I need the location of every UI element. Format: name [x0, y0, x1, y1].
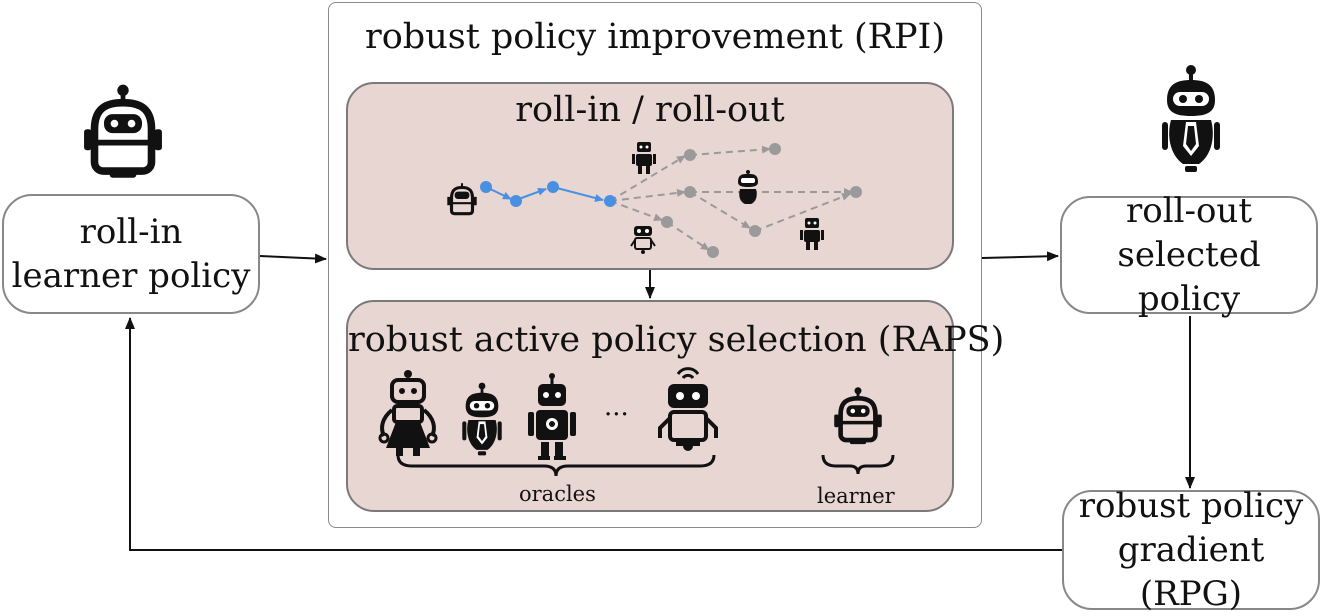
- raps-title: robust active policy selection (RAPS): [348, 320, 1005, 360]
- oracles-label: oracles: [519, 482, 596, 506]
- rpi-title: robust policy improvement (RPI): [364, 17, 945, 57]
- selected-robot-icon: [1160, 63, 1222, 174]
- learner-robot-icon: [84, 85, 162, 178]
- rollout-node-line2: selected policy: [1117, 235, 1261, 319]
- oracle-robot-icon: [378, 368, 438, 458]
- rpg-node-line1: robust policy: [1078, 486, 1304, 526]
- learner-trajectory: [485, 186, 604, 202]
- learner-robot-icon: [834, 387, 882, 444]
- rollin-node-line1: roll-in: [79, 212, 183, 252]
- oracle-state-points: [661, 143, 862, 258]
- ellipsis: ···: [604, 400, 629, 430]
- mini-oracle-robot-icon: [800, 218, 824, 250]
- learner-state-points: [480, 181, 616, 207]
- rollout-node-line1: roll-out: [1126, 191, 1252, 231]
- rpg-node-line2: gradient (RPG): [1117, 530, 1265, 614]
- mini-oracle-robot-icon: [738, 170, 758, 204]
- rpg-node: robust policy gradient (RPG): [1062, 486, 1320, 614]
- raps-panel: robust active policy selection (RAPS): [346, 300, 1005, 512]
- oracle-robot-icon: [460, 381, 504, 457]
- learner-label: learner: [817, 484, 895, 508]
- rollout-selected-policy-node: roll-out selected policy: [1060, 191, 1318, 319]
- mini-oracle-robot-icon: [630, 225, 656, 255]
- mini-learner-robot-icon: [445, 181, 479, 216]
- oracles-brace: [396, 454, 716, 477]
- learner-brace: [821, 454, 895, 475]
- oracle-robot-icon: [658, 366, 718, 453]
- oracle-robot-icon: [526, 371, 578, 462]
- rollin-rollout-title: roll-in / roll-out: [515, 90, 785, 130]
- mini-oracle-robot-icon: [632, 142, 656, 174]
- arrow-rollin-to-rpi: [259, 253, 327, 264]
- rollin-learner-policy-node: roll-in learner policy: [2, 194, 260, 314]
- arrow-rpi-to-rollout: [981, 251, 1059, 262]
- rollin-node-line2: learner policy: [11, 256, 251, 296]
- oracle-trajectories: [609, 145, 853, 251]
- arrow-rpg-to-rollin: [125, 317, 1062, 551]
